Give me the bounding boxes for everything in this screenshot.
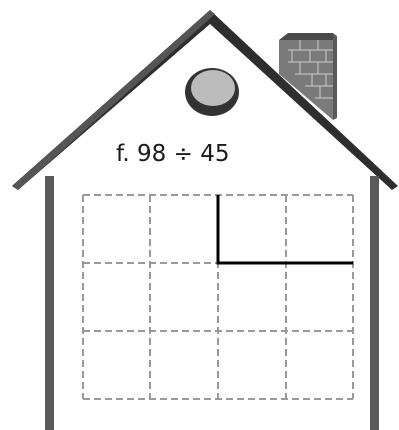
right-wall [370,176,379,430]
problem-label: f. 98 ÷ 45 [116,134,276,174]
left-wall [45,176,54,430]
round-window-icon [185,68,239,116]
